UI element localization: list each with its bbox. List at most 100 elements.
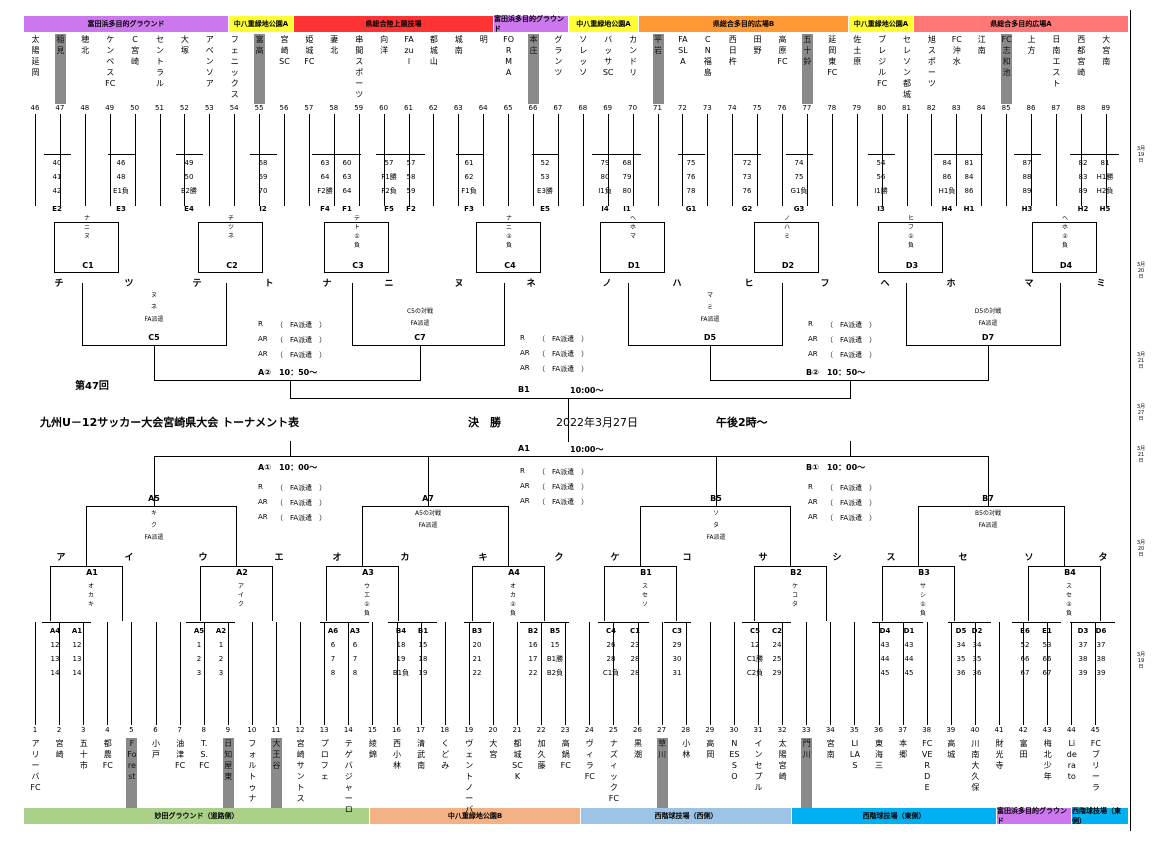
bracket-line <box>44 154 71 155</box>
bracket-line <box>818 222 819 273</box>
round1-value: 81 <box>1100 159 1110 167</box>
round-slot-kana: ヒ <box>744 279 754 289</box>
referee-role: R <box>808 320 813 328</box>
bracket-line <box>290 380 291 399</box>
round1-value: 18 <box>418 655 428 663</box>
team-name: 加久藤 <box>537 739 546 770</box>
round2-id: B3 <box>918 568 930 577</box>
bracket-line <box>964 622 991 623</box>
bracket-line <box>1028 566 1029 621</box>
round1-value: G1負 <box>790 187 808 195</box>
round1-value: 45 <box>904 669 914 677</box>
round1-value: 76 <box>742 187 752 195</box>
team-name: 富高 <box>254 34 266 104</box>
team-name: 本郷 <box>899 739 908 759</box>
round1-id: C1 <box>629 627 640 635</box>
bracket-line <box>342 622 369 623</box>
round1-value: 6 <box>330 641 336 649</box>
bracket-line <box>1032 272 1097 273</box>
semi-id: B5 <box>704 494 728 503</box>
bracket-line <box>324 222 389 223</box>
bracket-line <box>1031 114 1032 206</box>
side-date-label: 3月20日 <box>1136 540 1146 558</box>
round1-id: F1 <box>342 205 352 213</box>
bracket-line <box>981 114 983 206</box>
round1-value: 24 <box>772 641 782 649</box>
side-date-label: 3月19日 <box>1136 652 1146 670</box>
referee-role: R <box>808 483 813 491</box>
team-number: 5 <box>129 726 134 734</box>
round1-value: 64 <box>320 173 330 181</box>
round1-id: F4 <box>320 205 330 213</box>
round-slot-kana: ク <box>554 553 564 563</box>
team-number: 63 <box>453 104 463 112</box>
semi-note: ミ <box>706 304 713 311</box>
team-number: 86 <box>1026 104 1036 112</box>
team-number: 46 <box>30 104 40 112</box>
referee-assignment: （ FA派遣 ） <box>538 350 589 358</box>
team-name: 大王谷 <box>271 738 282 808</box>
team-number: 78 <box>827 104 837 112</box>
team-number: 4 <box>105 726 110 734</box>
round2-id: B4 <box>1064 568 1076 577</box>
round1-id: I4 <box>601 205 609 213</box>
round-slot-kana: コ <box>682 553 692 563</box>
team-number: 49 <box>105 104 115 112</box>
bracket-line <box>410 622 437 623</box>
round1-id: A4 <box>49 627 61 635</box>
round1-value: 68 <box>258 159 268 167</box>
round-slot-kana: カ <box>400 553 410 563</box>
round1-value: 1 <box>196 641 202 649</box>
bracket-line <box>476 222 541 223</box>
round1-value: 72 <box>742 159 752 167</box>
team-name: 姫城FC <box>304 35 315 66</box>
match-id: B1 <box>518 385 530 394</box>
round1-value: B1勝 <box>546 655 564 663</box>
bracket-line <box>600 222 601 273</box>
bracket-line <box>942 222 943 273</box>
referee-assignment: （ FA派遣 ） <box>826 514 877 522</box>
bracket-line <box>622 622 649 623</box>
top-venue-label: 中八重緑地公園A <box>229 16 294 32</box>
team-name: FORMA <box>503 35 515 77</box>
round1-value: 29 <box>672 641 682 649</box>
bracket-line <box>83 622 85 725</box>
referee-role: AR <box>808 350 818 358</box>
round1-value: C1負 <box>602 669 620 677</box>
round-slot-kana: キ <box>478 553 488 563</box>
semi-note: FA派遣 <box>978 522 998 529</box>
round2-id: C3 <box>352 261 364 270</box>
team-name: 都農FC <box>102 739 113 770</box>
round1-id: I2 <box>259 205 267 213</box>
bracket-line <box>352 345 505 346</box>
round1-value: 31 <box>672 669 682 677</box>
round1-value: 13 <box>50 655 60 663</box>
referee-assignment: （ FA派遣 ） <box>538 483 589 491</box>
team-number: 75 <box>752 104 762 112</box>
round1-value: 42 <box>52 187 62 195</box>
team-name: 城南 <box>454 35 463 55</box>
bracket-line <box>398 566 399 621</box>
bottom-venue-label: 西階球技場（東側） <box>792 808 997 824</box>
team-name: 串間スポーツ <box>355 35 364 99</box>
bracket-line <box>383 114 385 206</box>
team-number: 72 <box>677 104 687 112</box>
round2-id: D1 <box>627 261 641 270</box>
referee-assignment: （ FA派遣 ） <box>826 321 877 329</box>
bracket-line <box>1060 283 1061 346</box>
round1-id: E3 <box>116 205 126 213</box>
team-number: 57 <box>304 104 314 112</box>
round1-id: I1 <box>623 205 631 213</box>
team-number: 23 <box>560 726 570 734</box>
team-number: 33 <box>801 726 811 734</box>
bracket-line <box>122 566 123 621</box>
bracket-line <box>918 506 1065 507</box>
round1-id: F3 <box>464 205 474 213</box>
bracket-line <box>82 283 83 346</box>
bracket-line <box>607 114 609 206</box>
bracket-line <box>59 622 61 725</box>
round1-value: 2 <box>196 655 202 663</box>
bracket-line <box>109 114 111 206</box>
semi-id: B7 <box>976 494 1000 503</box>
team-number: 35 <box>849 726 859 734</box>
